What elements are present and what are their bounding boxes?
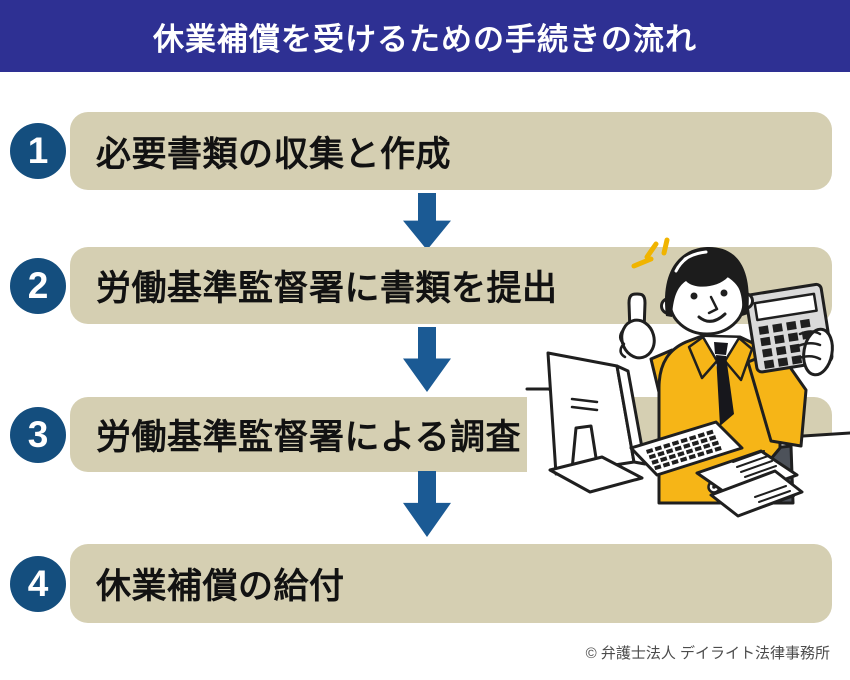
step-label: 労働基準監督署による調査 [96, 418, 521, 457]
down-arrow-icon [401, 327, 453, 392]
step-row-1: 1 必要書類の収集と作成 [10, 112, 832, 190]
copyright-text: © 弁護士法人 デイライト法律事務所 [585, 645, 830, 662]
down-arrow-icon [401, 193, 453, 250]
step-row-4: 4 休業補償の給付 [10, 544, 832, 623]
step-label: 休業補償の給付 [96, 567, 345, 606]
step-bar: 労働基準監督署による調査 [70, 397, 832, 472]
page-title: 休業補償を受けるための手続きの流れ [153, 21, 697, 57]
step-number-badge: 2 [10, 257, 66, 314]
step-bar: 労働基準監督署に書類を提出 [70, 247, 832, 324]
down-arrow-icon [401, 471, 453, 537]
step-label: 必要書類の収集と作成 [96, 134, 452, 174]
header-banner: 休業補償を受けるための手続きの流れ [0, 0, 850, 72]
step-label: 労働基準監督署に書類を提出 [96, 269, 558, 308]
step-bar: 休業補償の給付 [70, 544, 832, 623]
step-number-badge: 3 [10, 406, 66, 463]
holding-hand [796, 327, 834, 377]
step-number-badge: 4 [10, 555, 66, 612]
step-row-3: 3 労働基準監督署による調査 [10, 397, 832, 472]
step-bar: 必要書類の収集と作成 [70, 112, 832, 190]
step-number-badge: 1 [10, 123, 66, 179]
step-row-2: 2 労働基準監督署に書類を提出 [10, 247, 832, 324]
